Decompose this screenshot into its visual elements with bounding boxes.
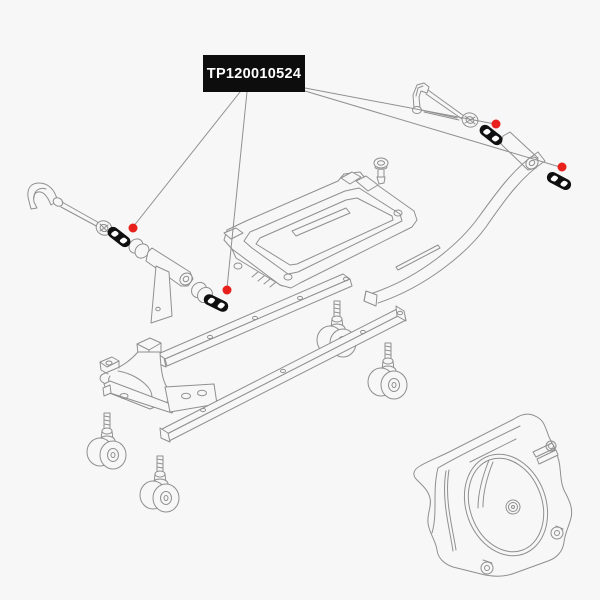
caster-wheel-3 (86, 412, 127, 470)
platform-tray (223, 171, 418, 289)
highlighted-part-1[interactable] (105, 225, 132, 250)
caster-wheel-4 (139, 455, 180, 513)
marker-dot-3[interactable] (491, 119, 501, 129)
bike-case-body (413, 413, 573, 577)
highlighted-part-2[interactable] (202, 292, 230, 313)
part-number-text: TP120010524 (206, 65, 302, 82)
part-number-label[interactable]: TP120010524 (203, 55, 305, 92)
marker-dot-2[interactable] (222, 285, 232, 295)
callout-leader-lines (132, 87, 561, 289)
callout-markers (128, 119, 567, 295)
platform-screw (373, 157, 389, 185)
frame-rail-lower (159, 305, 407, 443)
marker-dot-4[interactable] (557, 162, 567, 172)
caster-wheel-2 (367, 342, 408, 400)
curved-support-arm (363, 151, 546, 307)
highlighted-part-4[interactable] (545, 170, 573, 192)
left-skewer (27, 182, 113, 236)
highlighted-part-3[interactable] (477, 123, 504, 148)
left-axle-mount (128, 238, 213, 324)
corner-foot-bracket (99, 337, 218, 414)
right-skewer (412, 82, 479, 128)
marker-dot-1[interactable] (128, 223, 138, 233)
